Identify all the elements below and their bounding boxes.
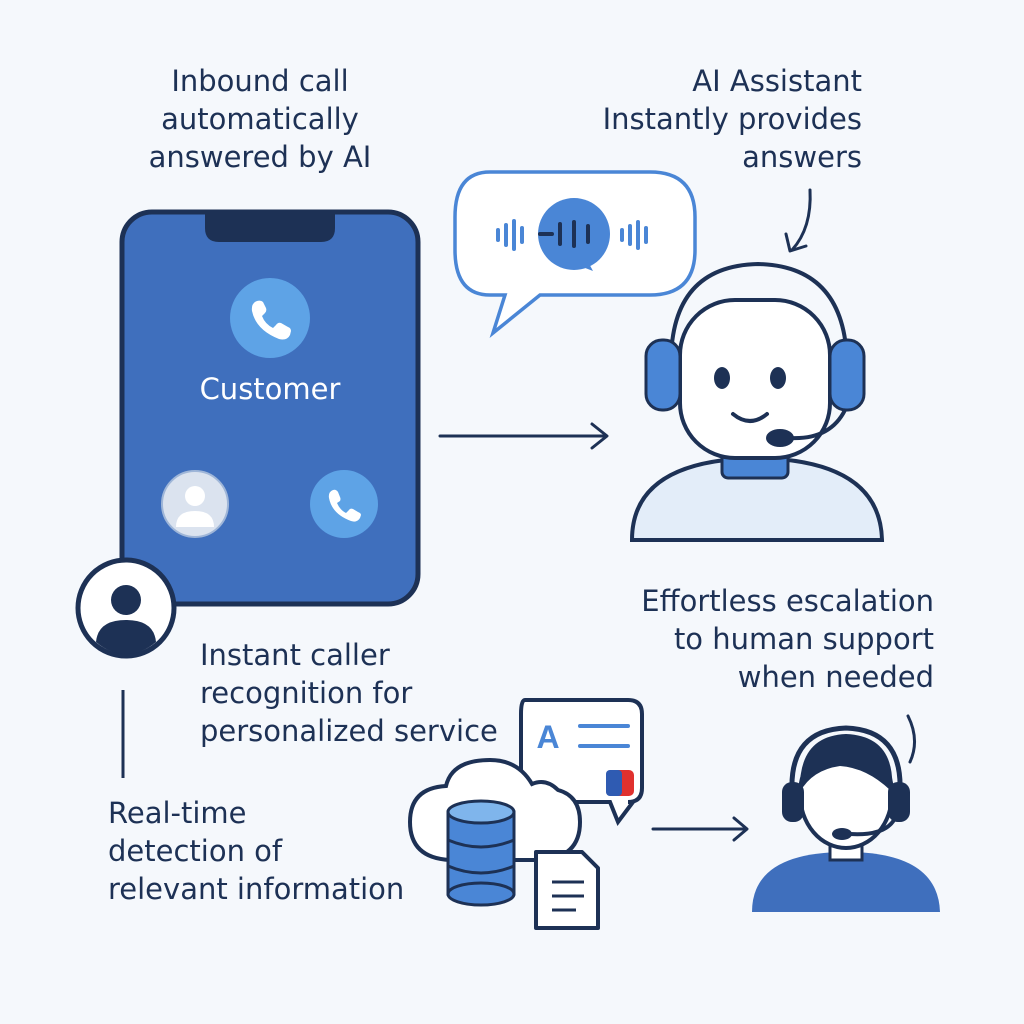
caption-line: to human support [673, 622, 934, 656]
caption-line: when needed [737, 660, 934, 694]
caption-inbound-call: Inbound call automatically answered by A… [110, 62, 410, 176]
curved-arrow-icon [784, 188, 812, 253]
document-letter: A [536, 719, 559, 755]
caption-line: AI Assistant [692, 64, 862, 98]
headset-icon [644, 338, 866, 447]
document-icon [534, 850, 600, 930]
caption-line: Inbound call [171, 64, 349, 98]
caption-line: recognition for [200, 676, 413, 710]
caption-caller-recognition: Instant caller recognition for personali… [200, 636, 500, 750]
robot-agent-icon [629, 261, 885, 542]
caption-ai-assistant: AI Assistant Instantly provides answers [560, 62, 862, 176]
caption-line: Real-time [108, 796, 247, 830]
arrow-right-icon [651, 816, 749, 842]
caption-line: relevant information [108, 872, 405, 906]
caption-line: Effortless escalation [641, 584, 934, 618]
caption-line: Instantly provides [602, 102, 862, 136]
headset-icon [782, 725, 910, 840]
phone-illustration [119, 209, 421, 607]
answer-call-icon [310, 470, 378, 538]
phone-body [119, 209, 421, 607]
microphone-waveform-icon [496, 198, 648, 271]
arrow-right-icon [438, 422, 609, 450]
caption-realtime-detection: Real-time detection of relevant informat… [108, 794, 418, 908]
human-agent-icon [752, 725, 940, 912]
caption-line: automatically [161, 102, 359, 136]
caller-avatar [75, 557, 177, 659]
phone-caller-label: Customer [199, 372, 341, 406]
caption-line: answers [742, 140, 862, 174]
phone-icon [230, 278, 310, 358]
caption-line: detection of [108, 834, 283, 868]
caption-line: Instant caller [200, 638, 390, 672]
caption-line: answered by AI [148, 140, 372, 174]
contact-icon [161, 470, 229, 538]
voice-speech-bubble [453, 170, 697, 339]
signal-line [906, 714, 916, 764]
caption-escalation: Effortless escalation to human support w… [594, 582, 934, 696]
phone-notch [205, 212, 335, 242]
database-icon [446, 799, 516, 907]
caption-line: personalized service [200, 714, 498, 748]
